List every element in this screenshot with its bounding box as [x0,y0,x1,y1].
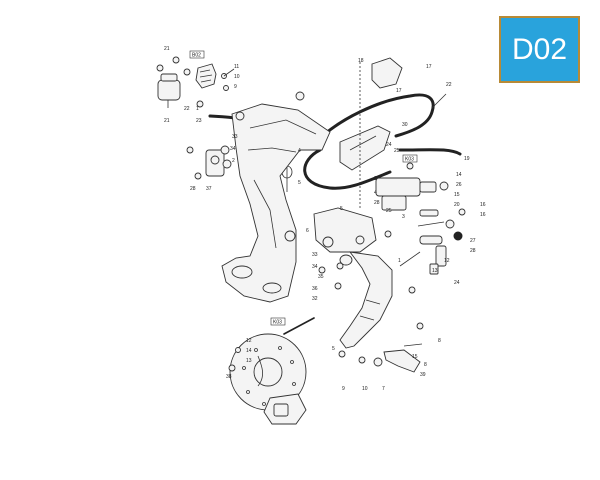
part-label: 28 [190,186,196,192]
part-label: 10 [362,386,368,392]
svg-text:K03: K03 [405,157,414,163]
svg-text:K03: K03 [273,320,282,326]
footpeg-frame-plate [221,91,331,303]
part-label: 24 [386,142,392,148]
part-label: 9 [342,386,345,392]
part-label: 16 [480,202,486,208]
part-label: 7 [382,386,385,392]
part-label: 21 [164,118,170,124]
diagram-code-text: D02 [511,32,568,66]
leader-lines [223,62,447,267]
rear-brake-lever [313,207,439,373]
part-label: 15 [454,192,460,198]
part-label: 38 [226,374,232,380]
part-label: 2 [232,158,235,164]
part-label: 1 [398,258,401,264]
part-label: 28 [374,200,380,206]
ref-box-k03-lower: K03 [270,317,286,326]
part-label: 20 [454,202,460,208]
part-label: 19 [464,156,470,162]
part-label: 35 [318,274,324,280]
part-label: 10 [234,74,240,80]
part-label: 16 [480,212,486,218]
part-label: 6 [306,228,309,234]
part-label: 12 [444,258,450,264]
part-label: 21 [164,46,170,52]
master-cylinder-assembly [339,57,466,267]
part-number-labels: 21 11 10 9 22 1 23 21 33 34 2 28 37 18 1… [164,46,486,392]
diagram-code-badge: D02 [499,16,580,83]
part-label: 36 [312,286,318,292]
rear-reservoir-assembly [156,56,229,108]
part-label: 4 [298,148,301,154]
part-label: 26 [456,182,462,188]
ref-box-k03-upper: K03 [402,154,418,163]
part-label: 13 [246,358,252,364]
brake-disc-caliper [228,317,315,425]
part-label: 14 [456,172,462,178]
part-label: 33 [232,134,238,140]
part-label: 4 [374,190,377,196]
part-label: 34 [230,146,236,152]
part-label: 8 [424,362,427,368]
part-label: 30 [402,122,408,128]
part-label: 11 [234,64,239,70]
part-label: 37 [206,186,212,192]
part-label: 23 [196,118,202,124]
part-label: 22 [184,106,190,112]
part-label: 5 [340,206,343,212]
part-label: 13 [432,268,438,274]
part-label: 14 [246,348,252,354]
part-label: 1 [196,106,199,112]
svg-text:B02: B02 [192,53,201,59]
part-label: 25 [394,148,400,154]
ref-box-b02: B02 [189,50,205,59]
part-label: 28 [470,248,476,254]
part-label: 33 [312,252,318,258]
part-label: 9 [234,84,237,90]
part-label: 3 [374,176,377,182]
part-label: 5 [332,346,335,352]
part-label: 22 [446,82,452,88]
part-label: 39 [420,372,426,378]
part-label: 27 [470,238,476,244]
part-label: 34 [312,264,318,270]
part-label: 3 [402,214,405,220]
part-label: 32 [312,296,318,302]
part-label: 17 [396,88,402,94]
part-label: 8 [438,338,441,344]
part-label: 12 [246,338,252,344]
part-label: 24 [454,280,460,286]
part-label: 15 [412,354,418,360]
part-label: 25 [386,208,392,214]
part-label: 5 [298,180,301,186]
part-label: 17 [426,64,432,70]
part-label: 18 [358,58,364,64]
left-bracket-parts [186,145,232,180]
